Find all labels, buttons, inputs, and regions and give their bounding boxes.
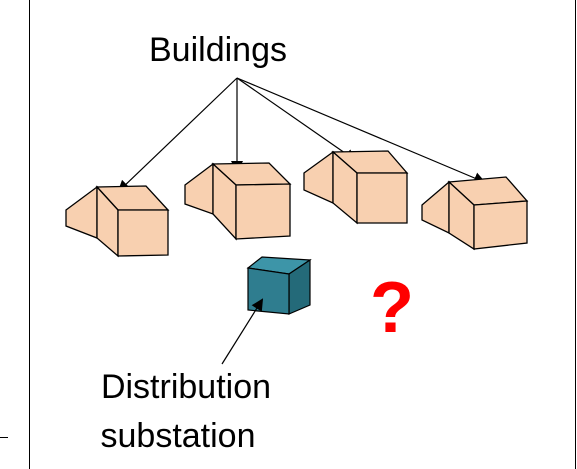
building-connectors: [117, 77, 486, 193]
connector-substation: [221, 298, 264, 365]
building-2-house-icon: [184, 162, 292, 241]
question-mark: ?: [370, 268, 414, 348]
building-3-house-icon: [303, 150, 409, 225]
connector-building-3: [236, 77, 357, 162]
substation-cube-icon: [246, 256, 312, 315]
substation-label-line1: Distribution: [101, 368, 271, 406]
building-4-house-icon: [421, 176, 529, 251]
connector-building-4: [236, 77, 486, 184]
connector-building-1: [117, 77, 238, 193]
substation-label-line2: substation: [101, 417, 256, 455]
buildings-label: Buildings: [149, 31, 287, 69]
building-1-house-icon: [65, 185, 170, 258]
